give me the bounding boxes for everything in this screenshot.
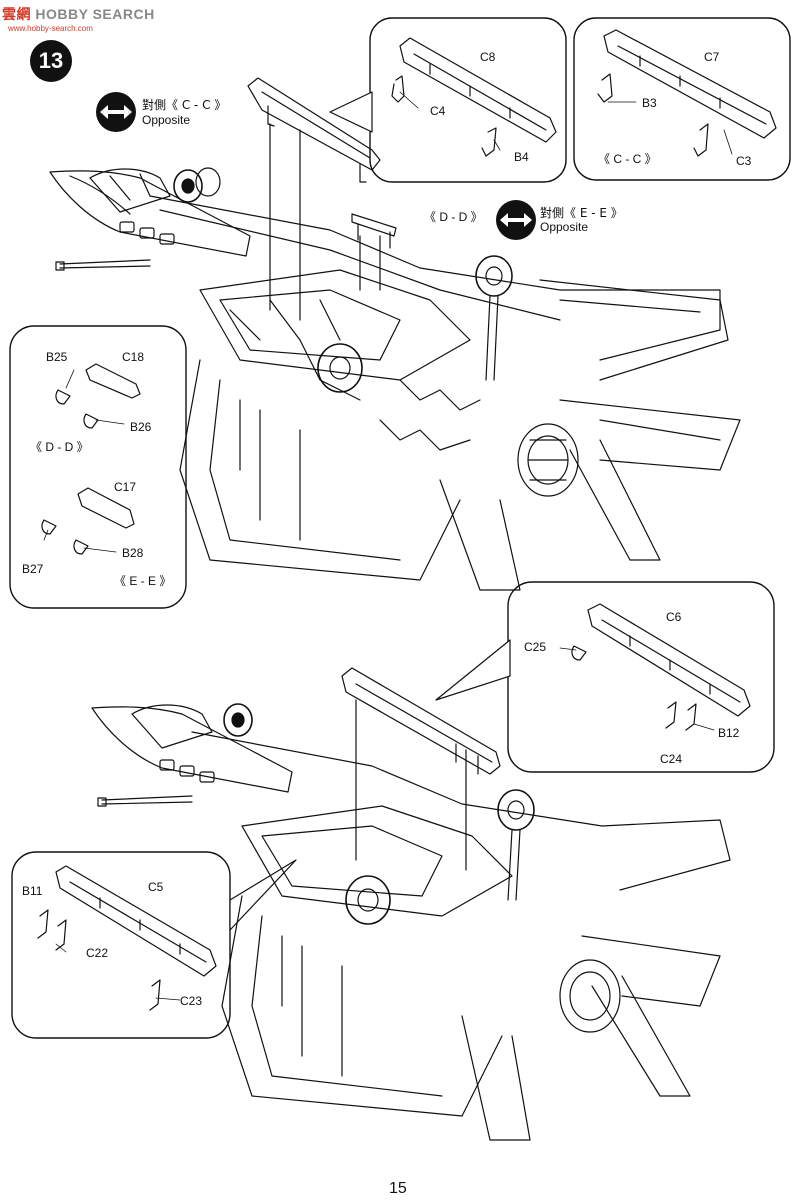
label-c4: C4 [430, 104, 446, 118]
aircraft-top [49, 123, 741, 591]
page-number: 15 [389, 1180, 407, 1197]
label-c5: C5 [148, 880, 164, 894]
watermark-cn-1: 雲 [2, 7, 17, 23]
callout-ee-cn: 對側《 E - E 》 [540, 206, 623, 220]
aircraft-bottom [91, 699, 731, 1141]
label-c23: C23 [180, 994, 203, 1008]
caption-dd: 《 D - D 》 [30, 440, 89, 454]
inset-box-left [9, 325, 187, 609]
part-c7-drawing [597, 29, 777, 157]
caption-cc: 《 C - C 》 [598, 152, 657, 166]
label-c7: C7 [704, 50, 720, 64]
part-c8-drawing [391, 37, 557, 157]
opposite-arrows-icon-1 [96, 92, 136, 132]
part-c18-drawing [55, 363, 141, 429]
part-c17-drawing [41, 487, 135, 555]
label-c18: C18 [122, 350, 145, 364]
label-b11: B11 [22, 884, 43, 898]
label-b12: B12 [718, 726, 740, 740]
label-b25: B25 [46, 350, 68, 364]
door-part-bottom [341, 667, 501, 775]
callout-ee-en: Opposite [540, 220, 589, 234]
part-c5-drawing [37, 865, 217, 1011]
inset-box-c6 [507, 581, 775, 773]
caption-ee: 《 E - E 》 [114, 574, 172, 588]
door-part-top-mid [351, 213, 397, 249]
door-part-top-left [247, 77, 381, 183]
inset-box-c5 [11, 851, 231, 1039]
label-c25: C25 [524, 640, 547, 654]
inset-box-c7 [573, 17, 791, 181]
label-b4: B4 [514, 150, 529, 164]
callout-dd-ref: 《 D - D 》 [424, 210, 483, 224]
label-b28: B28 [122, 546, 144, 560]
watermark-url: www.hobby-search.com [8, 24, 93, 33]
watermark-logo: 雲網 HOBBY SEARCH [2, 4, 155, 24]
label-b3: B3 [642, 96, 657, 110]
label-c17: C17 [114, 480, 137, 494]
callout-cc-en: Opposite [142, 113, 191, 127]
watermark-en: HOBBY SEARCH [35, 6, 155, 22]
part-c6-drawing [571, 603, 751, 731]
step-number-badge: 13 [30, 40, 72, 82]
label-c3: C3 [736, 154, 752, 168]
label-b27: B27 [22, 562, 44, 576]
watermark-cn-2: 網 [16, 7, 31, 23]
label-c22: C22 [86, 946, 109, 960]
label-c8: C8 [480, 50, 496, 64]
opposite-arrows-icon-2 [496, 200, 536, 240]
label-b26: B26 [130, 420, 152, 434]
label-c6: C6 [666, 610, 682, 624]
callout-cc-cn: 對側《 C - C 》 [142, 98, 227, 112]
label-c24: C24 [660, 752, 683, 766]
